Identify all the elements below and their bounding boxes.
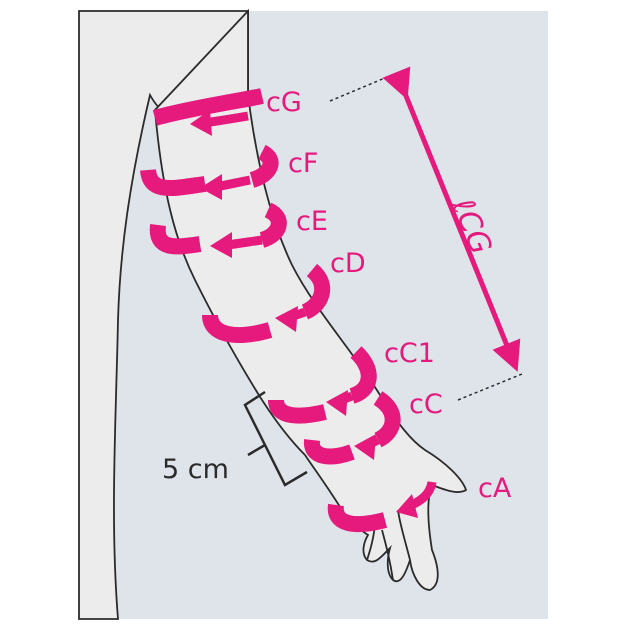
- label-cD: cD: [330, 248, 366, 279]
- length-arrow: [382, 66, 521, 372]
- label-cC1: cC1: [384, 338, 435, 369]
- label-cF: cF: [288, 148, 318, 179]
- band-cG: [152, 88, 264, 136]
- label-cE: cE: [296, 206, 328, 237]
- label-cA: cA: [478, 473, 512, 504]
- five-cm-bracket: [243, 390, 308, 487]
- label-cG: cG: [266, 87, 302, 118]
- band-cF: [140, 144, 279, 200]
- label-five-cm: 5 cm: [162, 454, 229, 485]
- label-cC: cC: [409, 389, 443, 420]
- band-cD: [202, 263, 331, 343]
- band-cE: [149, 202, 287, 258]
- band-cA: [327, 480, 437, 533]
- dashed-leader-top: [329, 74, 393, 102]
- band-cC1: [268, 346, 377, 424]
- band-cC: [304, 391, 401, 465]
